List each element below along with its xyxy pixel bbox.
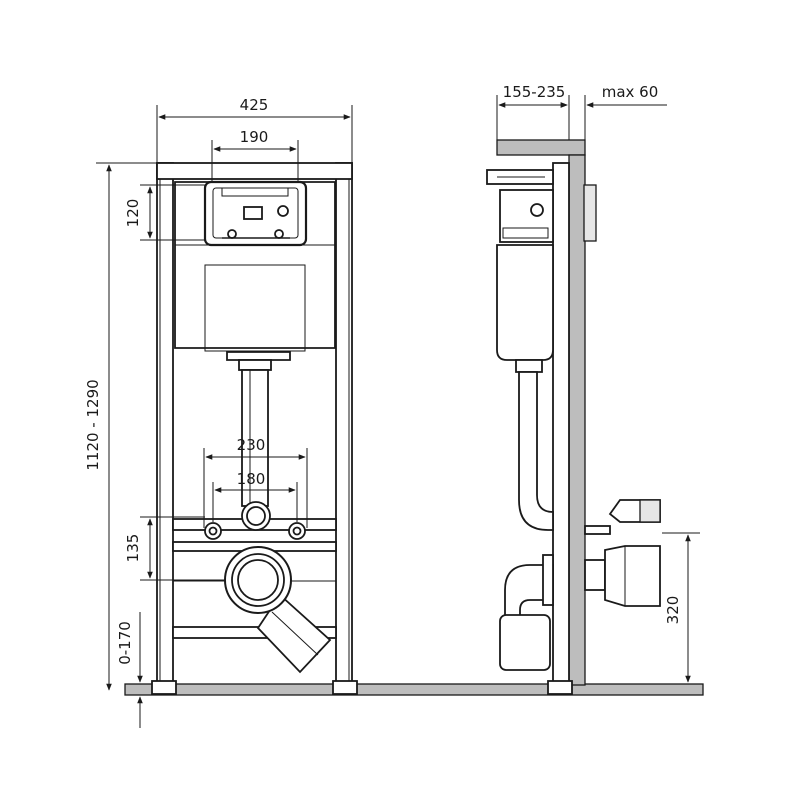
mounting-bolts — [204, 522, 306, 540]
side-flush-pipe — [518, 371, 554, 531]
dim-pipe-spacing-inner: 180 — [212, 470, 298, 522]
dim-foot-adjust: 0-170 — [116, 612, 143, 728]
drain-outlet — [224, 546, 332, 674]
dim-wall-depth-label: 155-235 — [503, 83, 566, 101]
flush-outlet — [241, 501, 271, 531]
dim-height-range: 1120 - 1290 — [84, 162, 157, 691]
dim-pipe-spacing-outer: 230 — [203, 436, 308, 528]
side-cistern — [496, 189, 554, 373]
dim-height-range-label: 1120 - 1290 — [84, 379, 102, 470]
dim-panel-height: 120 — [124, 184, 205, 241]
dim-outlet-height: 320 — [662, 532, 700, 683]
dim-max-wall-finish: max 60 — [549, 83, 667, 140]
dim-width-total: 425 — [156, 96, 353, 163]
floor — [124, 683, 704, 696]
dim-drain-height-label: 135 — [124, 534, 142, 563]
dim-outlet-height-label: 320 — [664, 596, 682, 625]
dim-pipe-spacing-outer-label: 230 — [237, 436, 266, 454]
front-view-frame — [151, 162, 358, 695]
dim-drain-height: 135 — [124, 516, 225, 581]
side-view-frame — [486, 162, 597, 695]
flush-pipe — [238, 359, 272, 507]
side-outlet-connectors — [584, 499, 661, 607]
dim-panel-width-label: 190 — [240, 128, 269, 146]
dim-width-total-label: 425 — [240, 96, 269, 114]
dim-max-wall-finish-label: max 60 — [602, 83, 659, 101]
flush-plate-opening — [203, 180, 308, 247]
dim-panel-width: 190 — [211, 128, 299, 182]
side-drain-pipe — [499, 554, 554, 671]
dim-panel-height-label: 120 — [124, 199, 142, 228]
dim-foot-adjust-label: 0-170 — [116, 621, 134, 665]
dim-wall-depth: 155-235 — [496, 83, 570, 140]
dim-pipe-spacing-inner-label: 180 — [237, 470, 266, 488]
